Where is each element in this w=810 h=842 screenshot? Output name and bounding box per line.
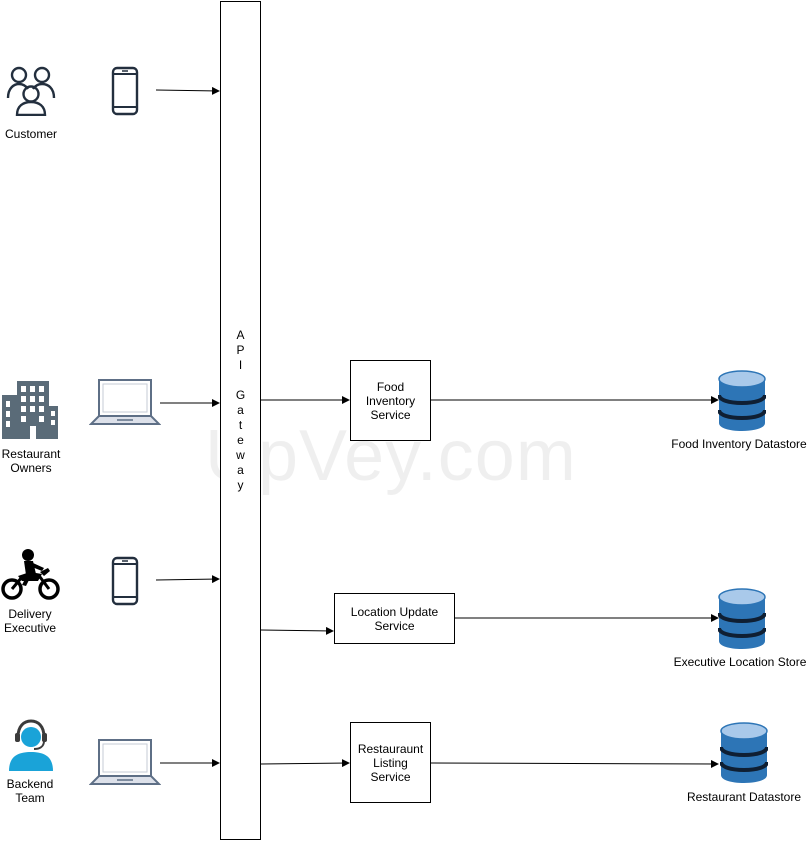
arrow-customer-to-gateway bbox=[155, 86, 220, 95]
location-update-service-box: Location Update Service bbox=[334, 593, 455, 644]
backend-team-label: Backend Team bbox=[6, 777, 54, 805]
arrow-listing-service-to-datastore bbox=[430, 759, 719, 768]
arrow-gateway-to-location-service bbox=[260, 626, 334, 635]
building-icon bbox=[2, 381, 58, 439]
laptop-icon bbox=[89, 379, 161, 425]
database-icon bbox=[718, 588, 766, 649]
api-gateway: A P I G a t e w a y bbox=[220, 1, 261, 840]
delivery-executive-label: Delivery Executive bbox=[3, 607, 57, 635]
database-icon bbox=[718, 370, 766, 431]
arrow-delivery-to-gateway bbox=[155, 575, 220, 584]
mobile-phone-icon bbox=[111, 66, 139, 116]
restaurant-listing-service-box: Restauraunt Listing Service bbox=[350, 722, 431, 803]
api-gateway-label: A P I G a t e w a y bbox=[235, 328, 246, 492]
arrow-gateway-to-listing-service bbox=[260, 759, 350, 768]
executive-location-store-label: Executive Location Store bbox=[673, 655, 807, 669]
mobile-phone-icon bbox=[111, 556, 139, 606]
restaurant-datastore-label: Restaurant Datastore bbox=[686, 790, 802, 804]
food-inventory-datastore-label: Food Inventory Datastore bbox=[671, 437, 807, 451]
users-icon bbox=[6, 66, 56, 116]
database-icon bbox=[720, 722, 768, 783]
motorbike-rider-icon bbox=[1, 549, 60, 600]
support-agent-icon bbox=[9, 719, 53, 771]
food-inventory-service-box: Food Inventory Service bbox=[350, 360, 431, 441]
customer-label: Customer bbox=[4, 127, 57, 141]
laptop-icon bbox=[89, 739, 161, 785]
restaurant-owners-label: Restaurant Owners bbox=[1, 447, 61, 475]
